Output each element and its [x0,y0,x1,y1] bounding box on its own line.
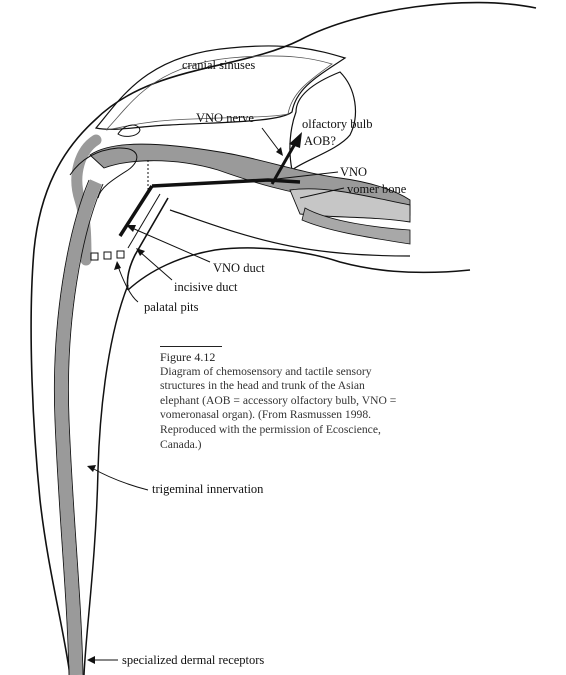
label-palatal-pits: palatal pits [144,300,199,314]
trigeminal-leader [92,468,148,490]
dermal-receptors-arrowhead [87,656,95,664]
label-specialized-dermal-receptors: specialized dermal receptors [122,653,264,667]
vno-nerve-leader [262,128,280,152]
trigeminal-arrowhead [87,465,96,472]
label-olfactory-bulb: olfactory bulb [302,117,372,131]
palatal-pit [117,251,124,258]
palatal-pit [91,253,98,260]
caption-rule [160,346,222,347]
vno-duct-leader [132,228,210,262]
palatal-pit [104,252,111,259]
label-vomer-bone: vomer bone [347,182,407,196]
label-aob: AOB? [304,134,336,148]
label-cranial-sinuses: cranial sinuses [182,58,255,72]
figure-number: Figure 4.12 [160,350,400,365]
label-vno-nerve: VNO nerve [196,111,254,125]
incisive-duct-leader [140,252,172,280]
label-incisive-duct: incisive duct [174,280,238,294]
label-trigeminal-innervation: trigeminal innervation [152,482,264,496]
trunk-inner-outline [84,285,128,675]
label-vno: VNO [340,165,367,179]
caption-text: Diagram of chemosensory and tactile sens… [160,365,400,453]
palatal-pits-arrowhead [114,261,121,270]
label-vno-duct: VNO duct [213,261,265,275]
vno-duct-line [120,186,152,236]
figure-caption: Figure 4.12 Diagram of chemosensory and … [160,346,400,452]
vno-duct-arrowhead [126,225,136,232]
head-trunk-outline [31,3,536,675]
